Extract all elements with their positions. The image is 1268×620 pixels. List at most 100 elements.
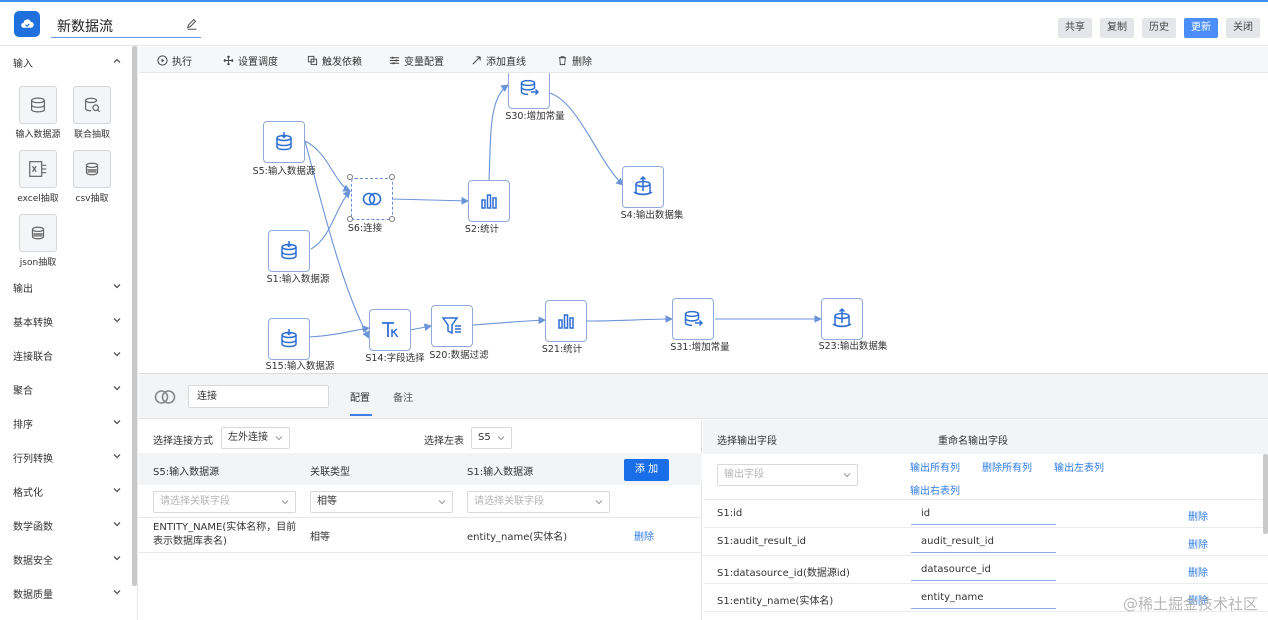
delete-all-columns-link[interactable]: 删除所有列 [982,463,1032,474]
chevron-down-icon [113,590,121,595]
left-field-select[interactable]: 请选择关联字段 [153,491,296,513]
flow-canvas[interactable]: S5:输入数据源 S6:连接 S1:输入数据源 S2:统计 S30:增加常量 S… [139,73,1268,373]
sidebar-category-sort[interactable]: 排序 [0,413,132,433]
node-s4[interactable] [622,166,664,208]
delete-field-link[interactable]: 删除 [1188,512,1208,523]
sidebar-category-format[interactable]: 格式化 [0,481,132,501]
output-field-row: S1:datasource_id(数据源id) datasource_id 删除 [703,556,1268,584]
database-upload-icon [832,307,852,328]
history-button[interactable]: 历史 [1142,18,1176,38]
output-scrollbar[interactable] [1263,454,1268,534]
output-field-name: S1:entity_name(实体名) [717,596,834,607]
node-label: S30:增加常量 [505,111,565,122]
right-field-select[interactable]: 请选择关联字段 [467,491,610,513]
tool-csv-extract[interactable]: csv抽取 [65,150,119,204]
node-name-input[interactable]: 连接 [188,385,329,408]
node-s23[interactable] [821,298,863,340]
sidebar-category-input[interactable]: 输入 [0,52,132,72]
sidebar-category-output[interactable]: 输出 [0,277,132,297]
database-download-icon [281,241,297,260]
sidebar-scrollbar[interactable] [132,46,137,586]
chevron-down-icon [113,318,121,323]
sidebar-category-join-union[interactable]: 连接联合 [0,345,132,365]
rename-input[interactable]: id [911,503,1056,525]
join-config-panel: 选择连接方式 左外连接 选择左表 S5 S5:输入数据源 关联类型 S1:输入数… [139,420,702,620]
node-label: S6:连接 [347,223,383,234]
tool-label: csv抽取 [75,194,109,204]
node-s30[interactable] [508,73,550,109]
share-button[interactable]: 共享 [1058,18,1092,38]
node-s20[interactable] [431,305,473,347]
toolbar-label: 设置调度 [238,57,278,68]
edge-s20-s21 [472,316,547,326]
left-table-select[interactable]: S5 [471,427,512,449]
node-s14[interactable] [369,309,411,351]
output-field-row: S1:id id 删除 [703,500,1268,528]
node-s15[interactable] [268,318,310,360]
sidebar-category-aggregate[interactable]: 聚合 [0,379,132,399]
trigger-dependency-button[interactable]: 触发依赖 [307,53,362,68]
toolbar-label: 添加直线 [486,57,526,68]
add-join-button[interactable]: 添 加 [624,459,669,481]
pencil-icon[interactable] [185,17,199,31]
tool-input-datasource[interactable]: 输入数据源 [11,86,65,140]
sidebar-category-label: 聚合 [13,386,33,397]
run-button[interactable]: 执行 [157,53,192,68]
tab-config[interactable]: 配置 [350,393,370,404]
node-s31[interactable] [672,298,714,340]
resize-handle[interactable] [389,174,395,180]
output-field-select[interactable]: 输出字段 [717,464,858,486]
rename-input[interactable]: entity_name [911,587,1056,609]
chevron-down-icon [113,522,121,527]
sidebar-category-pivot[interactable]: 行列转换 [0,447,132,467]
delete-field-link[interactable]: 删除 [1188,568,1208,579]
schedule-button[interactable]: 设置调度 [223,53,278,68]
trash-icon [558,56,567,66]
sidebar-category-quality[interactable]: 数据质量 [0,583,132,603]
resize-handle[interactable] [347,174,353,180]
output-left-columns-link[interactable]: 输出左表列 [1054,463,1104,474]
sidebar-category-security[interactable]: 数据安全 [0,549,132,569]
node-label: S4:输出数据集 [620,210,684,221]
node-s5[interactable] [263,121,305,163]
relation-select[interactable]: 相等 [310,491,453,513]
sidebar-category-label: 数学函数 [13,522,53,533]
add-line-button[interactable]: 添加直线 [471,53,526,68]
resize-handle[interactable] [347,216,353,222]
delete-field-link[interactable]: 删除 [1188,540,1208,551]
node-label: S15:输入数据源 [265,361,335,372]
join-type-select[interactable]: 左外连接 [221,427,290,449]
delete-button[interactable]: 删除 [557,53,592,68]
node-label: S23:输出数据集 [818,341,888,352]
rename-input[interactable]: audit_result_id [911,531,1056,553]
node-s6[interactable] [351,178,393,220]
join-table-header: S5:输入数据源 关联类型 S1:输入数据源 [139,453,702,485]
tool-excel-extract[interactable]: excel抽取 [11,150,65,204]
left-table-label: 选择左表 [424,436,464,447]
resize-handle[interactable] [389,216,395,222]
chevron-down-icon [595,500,603,505]
output-right-columns-link[interactable]: 输出右表列 [910,486,960,497]
join-row-right-field: entity_name(实体名) [467,532,568,543]
rename-input[interactable]: datasource_id [911,559,1056,581]
delete-field-link[interactable]: 删除 [1188,596,1208,607]
tool-union-extract[interactable]: 联合抽取 [65,86,119,140]
output-all-columns-link[interactable]: 输出所有列 [910,463,960,474]
join-type-label: 选择连接方式 [153,436,213,447]
tab-notes[interactable]: 备注 [393,393,413,404]
flow-title-field[interactable]: 新数据流 [51,12,201,38]
node-s21[interactable] [545,300,587,342]
sidebar-category-label: 格式化 [13,488,43,499]
variable-config-button[interactable]: 变量配置 [389,53,444,68]
tool-json-extract[interactable]: json抽取 [11,214,65,268]
update-button[interactable]: 更新 [1184,18,1218,38]
copy-button[interactable]: 复制 [1100,18,1134,38]
close-button[interactable]: 关闭 [1226,18,1260,38]
join-row-relation: 相等 [310,532,330,543]
sidebar-category-basic-transform[interactable]: 基本转换 [0,311,132,331]
sidebar-category-math[interactable]: 数学函数 [0,515,132,535]
node-s1[interactable] [268,230,310,272]
delete-join-row-link[interactable]: 删除 [634,532,654,543]
output-field-name: S1:id [717,508,743,519]
node-s2[interactable] [468,180,510,222]
